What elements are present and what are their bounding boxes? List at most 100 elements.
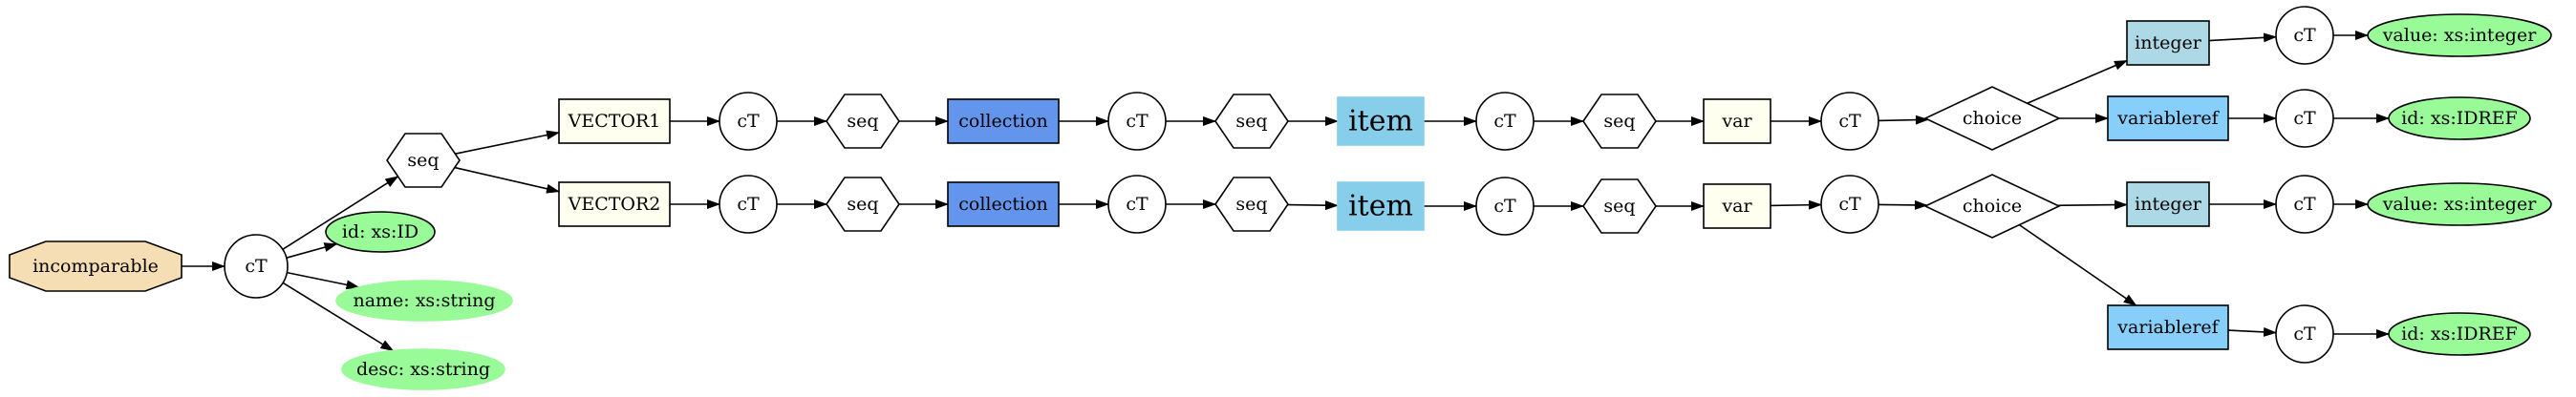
node-label: value: xs:integer	[2382, 194, 2538, 215]
node-label: cT	[1493, 111, 1516, 132]
edge-ct-root-to-attr-name	[287, 271, 360, 290]
edge-ct-root-to-seq-root	[282, 176, 399, 250]
node-vector1: VECTOR1	[558, 98, 671, 144]
edge-seq-c2-to-item-2	[1287, 200, 1339, 211]
edge-ct-root-to-attr-desc	[282, 282, 395, 352]
node-choice-1: choice	[1923, 86, 2061, 151]
node-shape	[2275, 175, 2334, 234]
node-shape	[386, 133, 461, 188]
node-label: seq	[1235, 194, 1267, 215]
node-coll-v2: collection	[947, 181, 1060, 227]
node-ct-var1: cT	[1820, 92, 1879, 151]
node-var-2: var	[1703, 183, 1771, 229]
node-shape	[2275, 6, 2334, 65]
edge-choice-2-to-int-2	[2057, 199, 2128, 210]
node-label: cT	[1126, 194, 1148, 215]
node-attr-name: name: xs:string	[335, 280, 513, 322]
edge-choice-2-to-varref-2	[2018, 223, 2137, 306]
node-ct-vr1: cT	[2275, 89, 2334, 148]
node-label: VECTOR1	[568, 111, 661, 132]
edge-varref-2-to-ct-vr2	[2227, 326, 2278, 337]
node-ct-c2: cT	[1107, 175, 1167, 234]
node-incomparable: incomparable	[9, 240, 182, 292]
node-shape	[9, 240, 182, 292]
node-shape	[826, 177, 900, 232]
node-shape	[1214, 94, 1289, 149]
edge-choice-1-to-int-1	[2027, 59, 2128, 105]
node-seq-v1: seq	[826, 94, 900, 149]
node-vector2: VECTOR2	[558, 181, 671, 227]
node-ct-int1: cT	[2275, 6, 2334, 65]
node-ct-vr2: cT	[2275, 304, 2334, 364]
node-label: choice	[1963, 196, 2022, 217]
node-shape	[2367, 13, 2552, 57]
node-shape	[1475, 92, 1535, 151]
node-shape	[719, 92, 778, 151]
node-shape	[2275, 304, 2334, 364]
node-label: choice	[1963, 108, 2022, 129]
node-label: seq	[1235, 111, 1267, 132]
node-ct-v1: cT	[719, 92, 778, 151]
node-label: cT	[2293, 25, 2316, 46]
edge-seq-root-to-vector1	[455, 130, 560, 155]
node-shape	[1820, 92, 1879, 151]
node-label: integer	[2135, 32, 2202, 53]
node-shape	[2275, 89, 2334, 148]
node-label: value: xs:integer	[2382, 25, 2538, 46]
node-shape	[224, 234, 289, 299]
node-shape	[1703, 183, 1771, 229]
node-label: var	[1721, 196, 1752, 217]
node-shape	[1107, 175, 1167, 234]
node-label: variableref	[2116, 108, 2220, 129]
node-shape	[1337, 181, 1425, 231]
node-label: cT	[2293, 324, 2316, 345]
node-shape	[1582, 178, 1657, 234]
node-shape	[341, 348, 505, 390]
node-shape	[1582, 94, 1657, 149]
node-label: cT	[1838, 194, 1861, 215]
node-shape	[1923, 174, 2061, 239]
node-id-vr1: id: xs:IDREF	[2388, 96, 2531, 140]
node-shape	[719, 175, 778, 234]
node-shape	[2388, 96, 2531, 140]
node-label: cT	[1493, 196, 1516, 217]
node-label: variableref	[2116, 317, 2220, 338]
node-ct-var2: cT	[1820, 175, 1879, 234]
node-label: seq	[847, 194, 878, 215]
node-int-1: integer	[2126, 20, 2210, 66]
node-seq-root: seq	[386, 133, 461, 188]
node-var-1: var	[1703, 98, 1771, 144]
node-label: cT	[737, 194, 760, 215]
node-label: desc: xs:string	[356, 359, 490, 380]
node-label: collection	[958, 111, 1048, 132]
node-attr-id: id: xs:ID	[325, 211, 436, 253]
node-label: id: xs:IDREF	[2401, 324, 2518, 345]
node-seq-i2: seq	[1582, 178, 1657, 234]
node-label: item	[1348, 105, 1413, 138]
node-label: cT	[245, 256, 268, 277]
node-val-int2: value: xs:integer	[2367, 182, 2552, 226]
node-attr-desc: desc: xs:string	[341, 348, 505, 390]
edge-seq-root-to-vector2	[454, 166, 560, 194]
node-coll-v1: collection	[947, 98, 1060, 144]
node-label: cT	[2293, 194, 2316, 215]
edges-layer	[182, 31, 2390, 352]
node-label: integer	[2135, 194, 2202, 215]
node-choice-2: choice	[1923, 174, 2061, 239]
node-shape	[1107, 92, 1167, 151]
node-label: cT	[1838, 111, 1861, 132]
node-shape	[1214, 177, 1289, 232]
node-label: cT	[737, 111, 760, 132]
node-shape	[558, 181, 671, 227]
node-shape	[2107, 304, 2229, 350]
node-label: name: xs:string	[353, 290, 495, 311]
node-ct-int2: cT	[2275, 175, 2334, 234]
node-varref-1: variableref	[2107, 95, 2229, 141]
node-item-1: item	[1337, 96, 1425, 146]
node-id-vr2: id: xs:IDREF	[2388, 312, 2531, 356]
edge-int-1-to-ct-int1	[2208, 32, 2278, 43]
node-val-int1: value: xs:integer	[2367, 13, 2552, 57]
node-label: id: xs:IDREF	[2401, 108, 2518, 129]
node-ct-root: cT	[224, 234, 289, 299]
node-shape	[1337, 96, 1425, 146]
